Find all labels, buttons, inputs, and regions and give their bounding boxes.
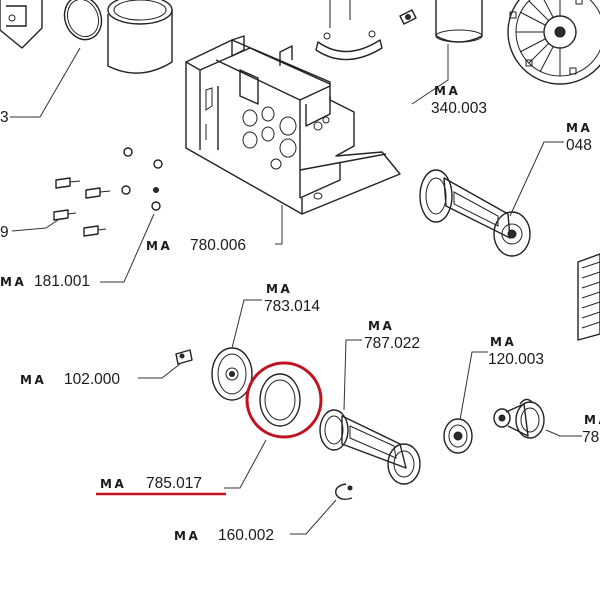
label-048: 048 bbox=[566, 137, 592, 154]
cylinder-340-003 bbox=[435, 0, 483, 43]
eccentric-shaft bbox=[493, 398, 545, 439]
label-ma-prefix-160: MA bbox=[174, 529, 200, 543]
label-780-006: 780.006 bbox=[190, 237, 246, 254]
washer bbox=[151, 201, 161, 211]
leader-785 bbox=[224, 439, 267, 489]
clamp-bracket bbox=[315, 0, 383, 61]
leader-787 bbox=[343, 339, 362, 411]
leader-102 bbox=[138, 363, 181, 379]
label-top-left-partial: 3 bbox=[0, 109, 9, 126]
screw bbox=[83, 225, 107, 237]
highlight-circle bbox=[245, 361, 323, 439]
screw bbox=[55, 177, 81, 189]
washer bbox=[121, 185, 131, 195]
label-ma-prefix-787: MA bbox=[368, 319, 394, 333]
pin-102-000 bbox=[175, 349, 193, 365]
label-ma-prefix-181: MA bbox=[0, 275, 26, 289]
gasket-ring-785-017 bbox=[259, 373, 301, 427]
label-ma-prefix-048: MA bbox=[566, 121, 592, 135]
label-78-right: 78 bbox=[582, 429, 599, 446]
connecting-rod-048 bbox=[419, 169, 531, 257]
screws-and-washers bbox=[53, 147, 163, 237]
leader-160 bbox=[290, 499, 337, 535]
label-160-002: 160.002 bbox=[218, 527, 274, 544]
label-ma-prefix-780: MA bbox=[146, 239, 172, 253]
screw bbox=[53, 209, 77, 221]
valve-plate-783-014 bbox=[211, 347, 253, 401]
circlip-160-002 bbox=[335, 483, 353, 501]
leader-048 bbox=[509, 141, 564, 217]
label-783-014: 783.014 bbox=[264, 298, 320, 315]
label-ma-prefix-785: MA bbox=[100, 477, 126, 491]
leader-top-left bbox=[10, 47, 81, 118]
label-ma-prefix-120: MA bbox=[490, 335, 516, 349]
bearing-120-003 bbox=[443, 418, 473, 454]
label-left-partial: 9 bbox=[0, 224, 9, 241]
label-ma-prefix-783: MA bbox=[266, 282, 292, 296]
leader-9 bbox=[11, 219, 59, 232]
label-787-022: 787.022 bbox=[364, 335, 420, 352]
leader-181 bbox=[100, 213, 155, 283]
leader-780 bbox=[275, 205, 283, 245]
label-ma-prefix-102: MA bbox=[20, 373, 46, 387]
label-785-017: 785.017 bbox=[146, 475, 202, 492]
label-340-003: 340.003 bbox=[431, 100, 487, 117]
leader-340 bbox=[411, 44, 449, 105]
leader-120 bbox=[459, 351, 488, 421]
washer bbox=[153, 159, 163, 169]
leader-78 bbox=[545, 429, 582, 437]
connecting-rod-787-022 bbox=[319, 409, 421, 485]
washer bbox=[123, 147, 133, 157]
small-screw-top bbox=[399, 9, 417, 25]
nut bbox=[153, 187, 159, 193]
label-181-001: 181.001 bbox=[34, 273, 90, 290]
top-left-housing bbox=[0, 0, 43, 49]
leader-783 bbox=[231, 299, 262, 349]
label-ma-prefix-340: MA bbox=[434, 84, 460, 98]
screw bbox=[85, 187, 111, 199]
label-120-003: 120.003 bbox=[488, 351, 544, 368]
cylinder-sleeve bbox=[107, 0, 173, 74]
label-102-000: 102.000 bbox=[64, 371, 120, 388]
cooling-fins bbox=[577, 253, 600, 341]
fan-wheel bbox=[507, 0, 600, 85]
label-ma-prefix-78: MA bbox=[584, 413, 600, 427]
o-ring-gasket bbox=[63, 0, 103, 41]
motor-housing bbox=[185, 35, 401, 215]
